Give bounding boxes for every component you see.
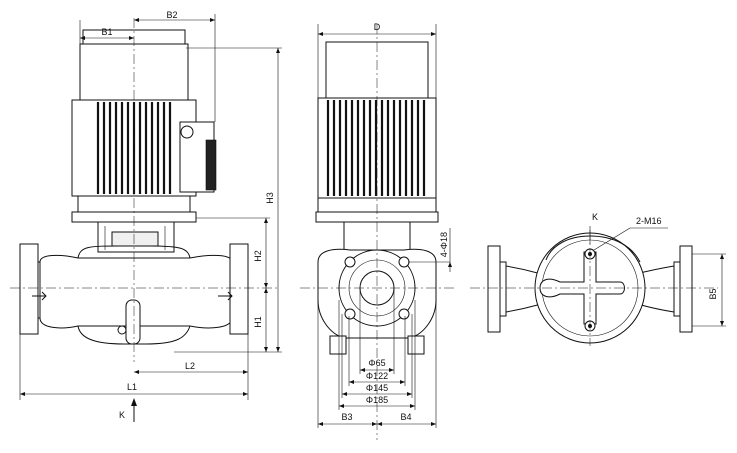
terminal-box-side <box>205 139 217 191</box>
front-dimensions: B1 B2 H3 H2 H1 L2 L1 K <box>19 10 282 422</box>
motor-cooling-fins <box>96 102 172 194</box>
dim-b1: B1 <box>101 27 112 37</box>
side-dimensions: D 4-Φ18 Φ65 Φ122 Φ145 Φ185 B3 B4 <box>317 22 452 428</box>
dim-d122: Φ122 <box>366 371 388 381</box>
side-foot-right <box>407 335 425 355</box>
dim-d185: Φ185 <box>366 395 388 405</box>
dim-d65: Φ65 <box>368 358 385 368</box>
view-marker-k-front: K <box>119 410 125 420</box>
view-marker-k-bottom: K <box>592 212 598 222</box>
dim-d: D <box>374 22 381 32</box>
dim-tapped-holes: 2-M16 <box>636 216 662 226</box>
side-motor-fins <box>326 100 426 196</box>
front-view <box>10 18 278 362</box>
lifting-eye <box>180 125 194 139</box>
k-arrow <box>131 398 137 406</box>
dim-l1: L1 <box>127 382 137 392</box>
dim-h1: H1 <box>253 316 263 328</box>
bottom-flange-left <box>487 245 501 333</box>
dim-l2: L2 <box>185 361 195 371</box>
dim-d145: Φ145 <box>366 383 388 393</box>
side-view <box>300 24 456 440</box>
drain-plug <box>125 299 141 345</box>
outlet-arrow <box>218 291 233 301</box>
dim-b5: B5 <box>708 288 718 299</box>
dim-bolt-holes: 4-Φ18 <box>439 232 449 257</box>
side-foot-left <box>329 335 347 355</box>
coupling <box>111 231 159 247</box>
dim-b4: B4 <box>400 412 411 422</box>
outlet-flange <box>229 243 249 335</box>
bottom-view: 2-M16 K B5 <box>470 212 726 346</box>
dim-h2: H2 <box>253 250 263 262</box>
dim-b3: B3 <box>341 412 352 422</box>
bottom-flange-right <box>679 245 693 333</box>
inlet-flange <box>19 243 39 335</box>
inlet-arrow <box>32 291 47 301</box>
dim-h3: H3 <box>265 192 275 204</box>
dim-b2: B2 <box>166 10 177 20</box>
